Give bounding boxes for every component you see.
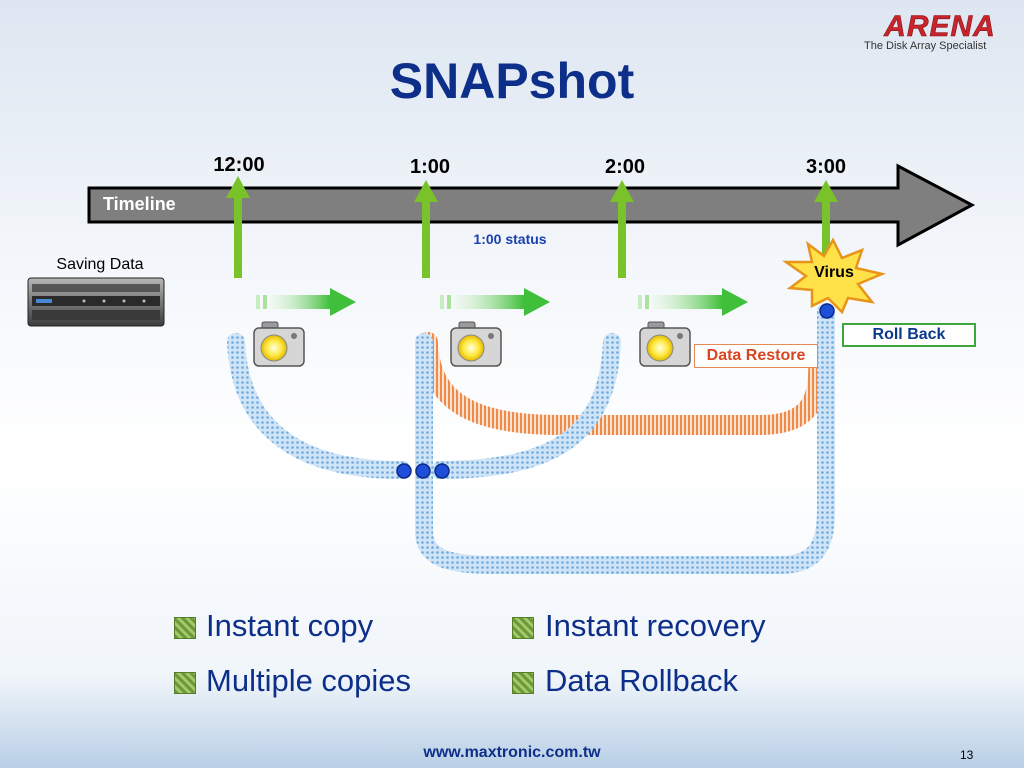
server-icon: [27, 277, 165, 327]
bullet-instant-recovery: Instant recovery: [545, 608, 766, 643]
time-label-100: 1:00: [409, 156, 451, 178]
node-left: [396, 463, 412, 479]
data-restore-label: Data Restore: [694, 344, 818, 368]
node-right: [434, 463, 450, 479]
bullet-icon: [512, 672, 534, 694]
camera-icon: [253, 321, 305, 367]
roll-back-label: Roll Back: [842, 323, 976, 347]
bullet-multiple-copies: Multiple copies: [206, 663, 412, 698]
snapshot-arrow-3: [638, 288, 748, 316]
timeline-arrow: [87, 163, 976, 248]
bullet-instant-copy: Instant copy: [206, 608, 374, 643]
bullet-icon: [174, 672, 196, 694]
copy-path-from-1200: [227, 333, 411, 479]
page-number: 13: [960, 748, 974, 762]
snapshot-arrow-2: [440, 288, 550, 316]
bullet-icon: [174, 617, 196, 639]
slide-title: SNAPshot: [389, 53, 635, 109]
camera-icon: [450, 321, 502, 367]
bullet-icon: [512, 617, 534, 639]
saving-data-label: Saving Data: [56, 256, 144, 273]
restore-path: [418, 332, 829, 435]
time-marker-1200: [226, 176, 250, 278]
time-label-1200: 12:00: [213, 154, 265, 176]
virus-label: Virus: [814, 264, 854, 281]
bullet-data-rollback: Data Rollback: [545, 663, 738, 698]
virus-burst-icon: [782, 237, 887, 315]
copy-path-from-100: [415, 303, 835, 574]
time-label-200: 2:00: [604, 156, 646, 178]
svg-text:ARENA: ARENA: [883, 10, 996, 43]
snapshot-arrow-1: [256, 288, 356, 316]
brand-tagline: The Disk Array Specialist: [864, 40, 987, 52]
time-label-300: 3:00: [805, 156, 847, 178]
time-marker-200: [610, 180, 634, 278]
arena-logo: ARENA: [883, 10, 996, 44]
node-virus: [819, 303, 835, 319]
node-center: [415, 463, 431, 479]
copy-path-from-200: [431, 333, 621, 479]
status-label: 1:00 status: [473, 231, 547, 247]
time-marker-100: [414, 180, 438, 278]
timeline-label: Timeline: [103, 194, 176, 214]
camera-icon: [639, 321, 691, 367]
time-marker-300: [814, 180, 838, 278]
footer-url: www.maxtronic.com.tw: [423, 744, 601, 761]
